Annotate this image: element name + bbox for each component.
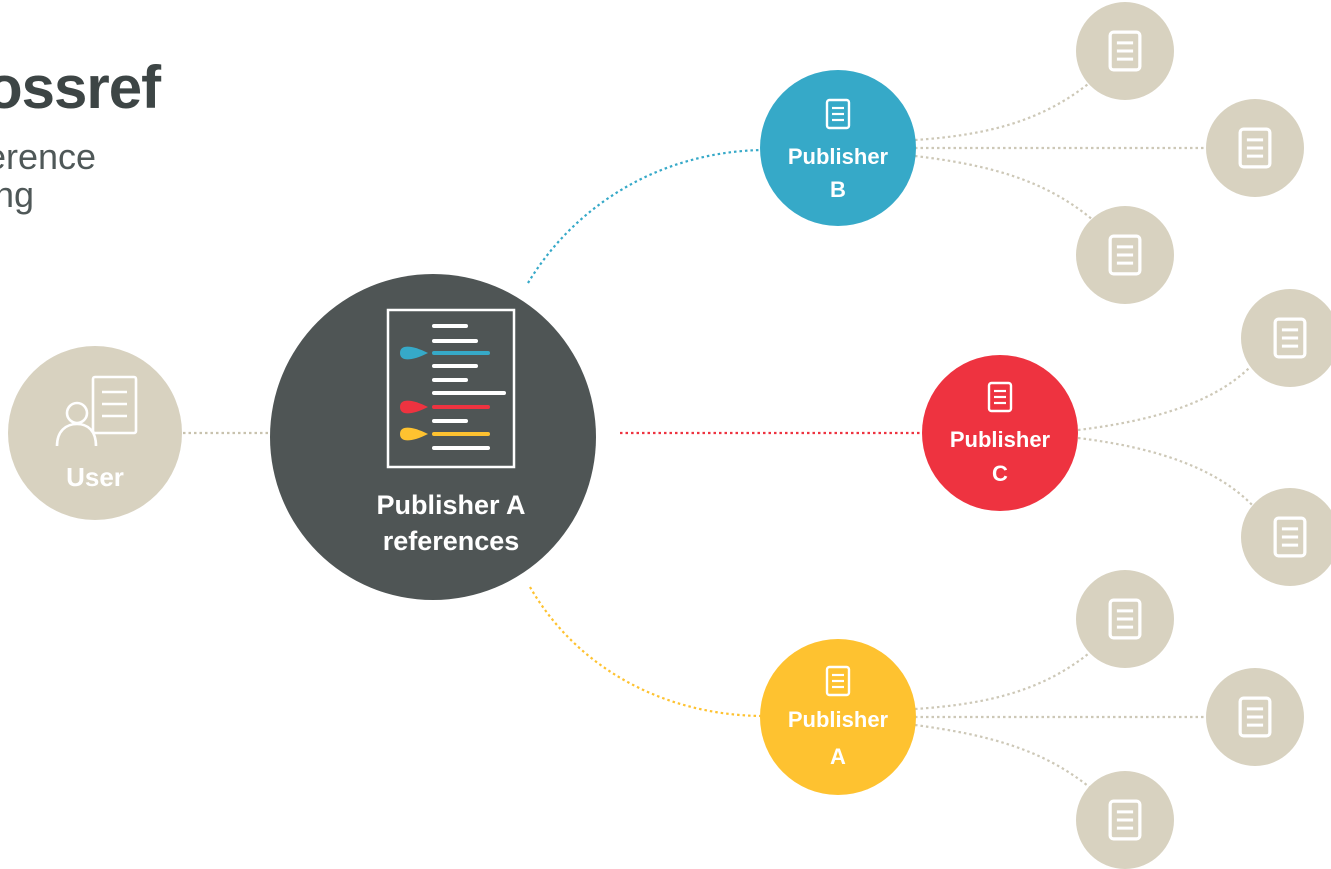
marker-blue	[400, 346, 428, 360]
crossref-branding: ossref erence ing	[0, 54, 161, 215]
publisher-b-label-line-1: Publisher	[788, 144, 889, 169]
publisher-c-label-line-2: C	[992, 461, 1008, 486]
connectors	[183, 79, 1256, 791]
document-node-b1	[1076, 2, 1174, 100]
document-node-b2	[1206, 99, 1304, 197]
tagline-line-2: ing	[0, 174, 35, 215]
center-label-line-2: references	[383, 526, 520, 556]
connectors-c-docs	[1077, 361, 1256, 509]
connector-center-b	[527, 148, 763, 284]
user-node: User	[8, 346, 182, 520]
center-label-line-1: Publisher A	[376, 490, 525, 520]
crossref-logo: ossref	[0, 54, 161, 121]
publisher-b-label-line-2: B	[830, 177, 846, 202]
document-node-a3	[1076, 771, 1174, 869]
user-icon	[55, 375, 138, 447]
document-node-b3	[1076, 206, 1174, 304]
publisher-c-label-line-1: Publisher	[950, 427, 1051, 452]
connectors-b-docs	[914, 79, 1209, 221]
publisher-a-label-line-2: A	[830, 744, 846, 769]
document-node-a1	[1076, 570, 1174, 668]
marker-yellow	[400, 427, 428, 441]
publisher-a-label-line-1: Publisher	[788, 707, 889, 732]
document-node-c2	[1241, 488, 1331, 586]
document-node-c1	[1241, 289, 1331, 387]
center-node: Publisher A references	[270, 274, 596, 600]
connector-center-a	[529, 586, 763, 718]
user-label: User	[66, 462, 124, 492]
connectors-a-docs	[914, 649, 1209, 791]
marker-red	[400, 400, 428, 414]
publisher-b-node: Publisher B	[760, 70, 916, 226]
publisher-c-node: Publisher C	[922, 355, 1078, 511]
publisher-a-node: Publisher A	[760, 639, 916, 795]
tagline-line-1: erence	[0, 136, 97, 177]
reference-list-icon	[386, 308, 516, 469]
document-nodes	[1076, 2, 1331, 869]
document-node-a2	[1206, 668, 1304, 766]
